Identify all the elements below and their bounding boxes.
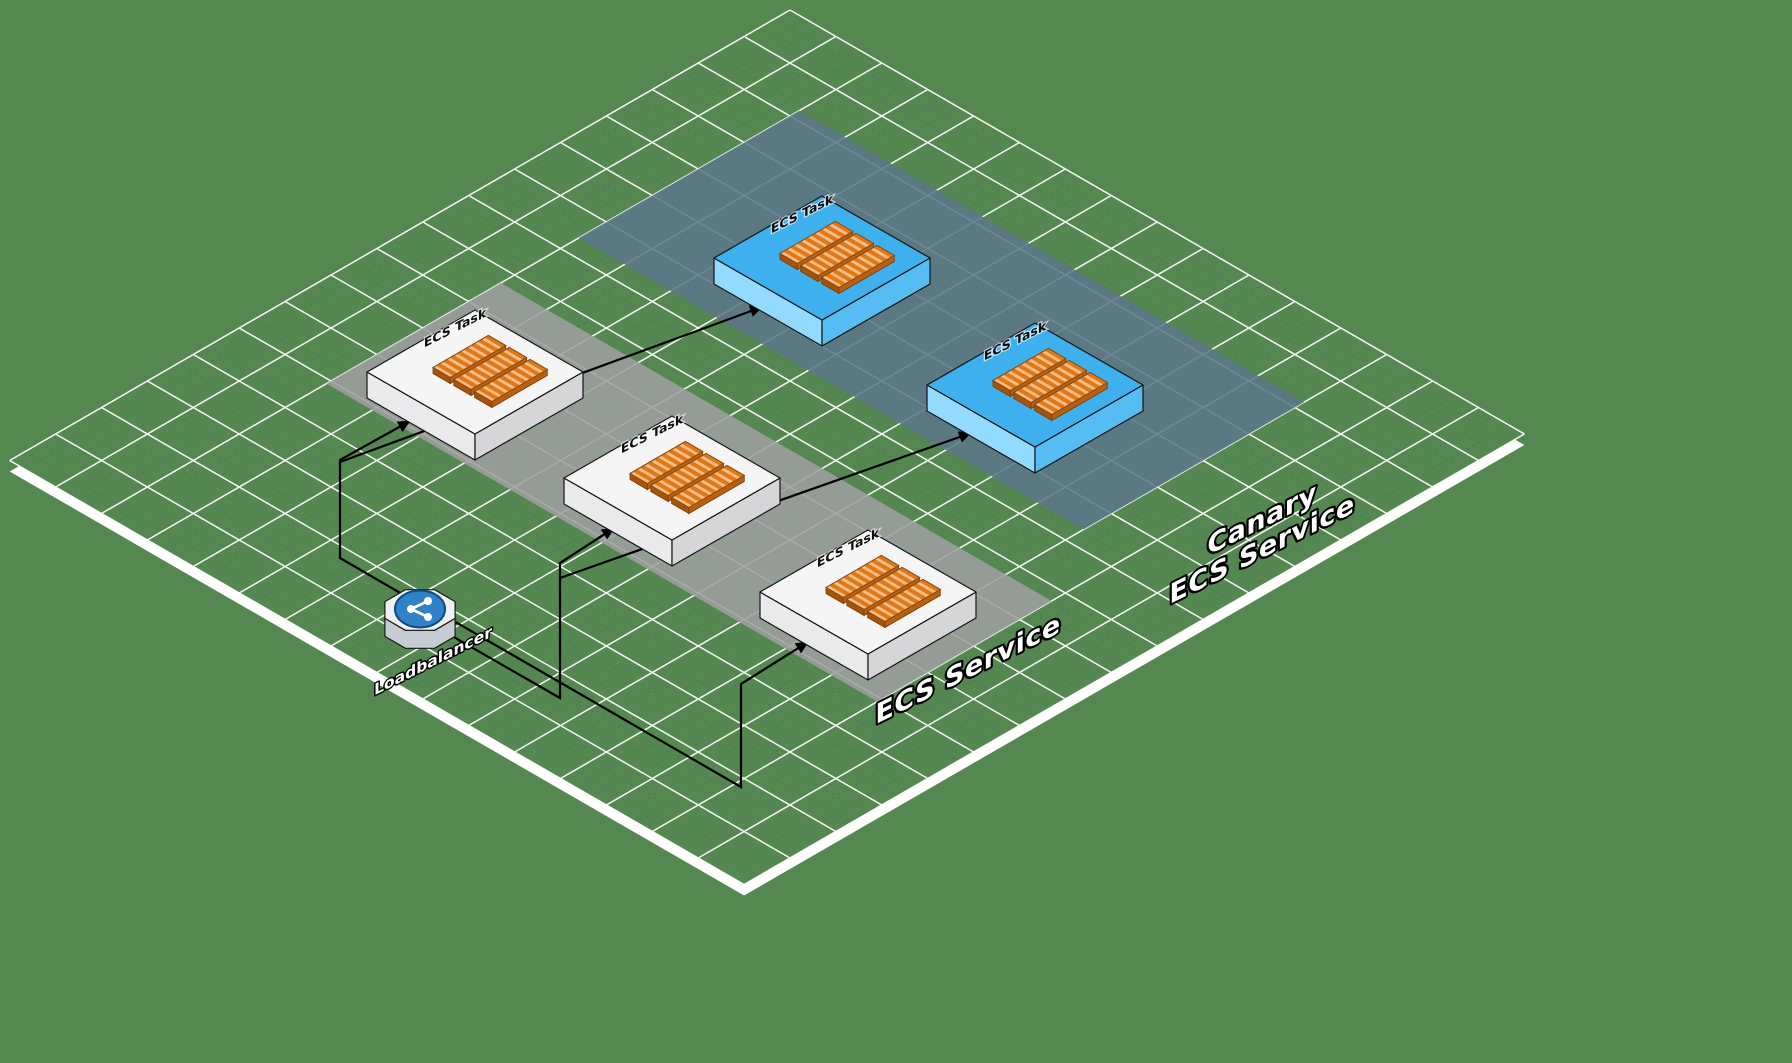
loadbalancer-disc bbox=[394, 589, 446, 629]
connector-arrow-service-2 bbox=[437, 527, 615, 700]
canary-ecs-service-zone bbox=[578, 110, 1305, 530]
iso-grid-plane bbox=[10, 10, 1525, 885]
share-network-icon bbox=[407, 597, 432, 621]
connector-arrow-service-1 bbox=[338, 420, 411, 595]
connector-arrow-service-3 bbox=[451, 619, 809, 789]
